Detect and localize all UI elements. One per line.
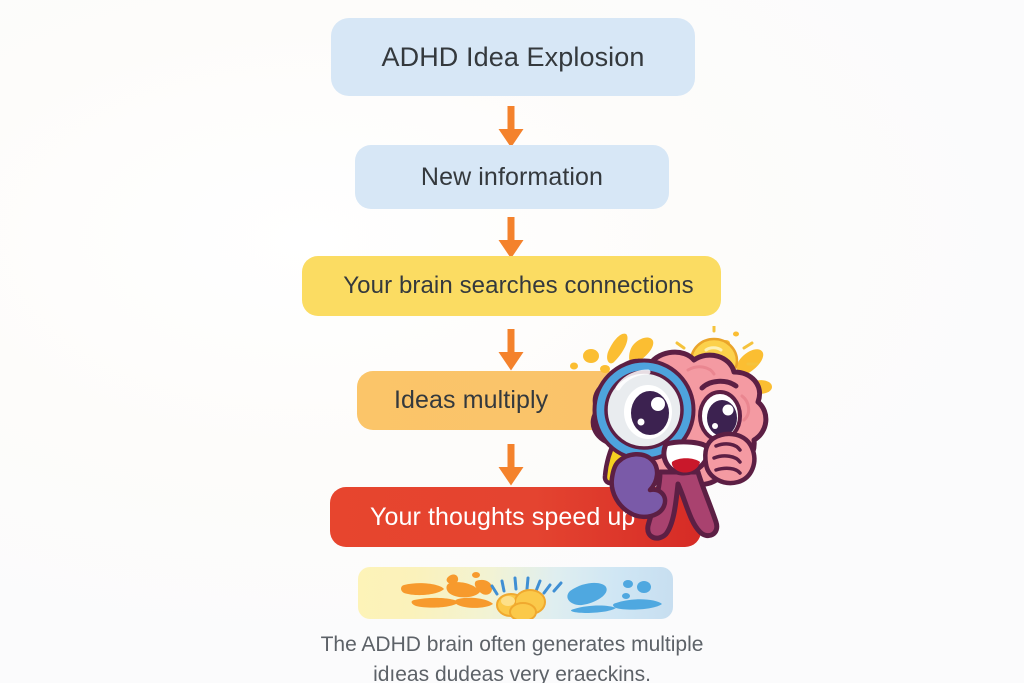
caption-line-1: The ADHD brain often generates multiple	[320, 633, 704, 656]
splash-decoration-bar	[358, 567, 673, 619]
flow-step-label: Ideas multiply	[394, 386, 549, 414]
flow-step-adhd-idea-explosion[interactable]: ADHD Idea Explosion	[331, 18, 695, 96]
right-eye	[698, 378, 742, 442]
splash-graphics	[401, 572, 662, 619]
flow-arrow-down-2	[494, 215, 528, 261]
flow-step-label: Your brain searches connections	[343, 272, 694, 299]
flow-step-new-information[interactable]: New information	[355, 145, 669, 209]
flow-arrow-down-1	[494, 104, 528, 150]
flow-step-your-brain-searches-connections[interactable]: Your brain searches connections	[302, 256, 721, 316]
left-hand-icon	[609, 452, 668, 519]
brain-character-mascot	[556, 322, 814, 552]
right-hand-icon	[703, 431, 757, 486]
flow-arrow-down-3	[494, 327, 528, 373]
caption-line-2: idıeas dudeas very eraeckins.	[373, 663, 651, 683]
left-splash-icon	[401, 572, 493, 608]
mouth	[661, 439, 711, 476]
right-splash-icon	[567, 580, 662, 613]
flow-step-label: Your thoughts speed up	[370, 502, 636, 531]
flow-step-label: ADHD Idea Explosion	[381, 41, 645, 72]
center-burst-icon	[490, 576, 563, 619]
flow-step-label: New information	[420, 162, 604, 191]
caption-text: The ADHD brain often generates multiple …	[252, 630, 772, 683]
flow-arrow-down-4	[494, 442, 528, 488]
